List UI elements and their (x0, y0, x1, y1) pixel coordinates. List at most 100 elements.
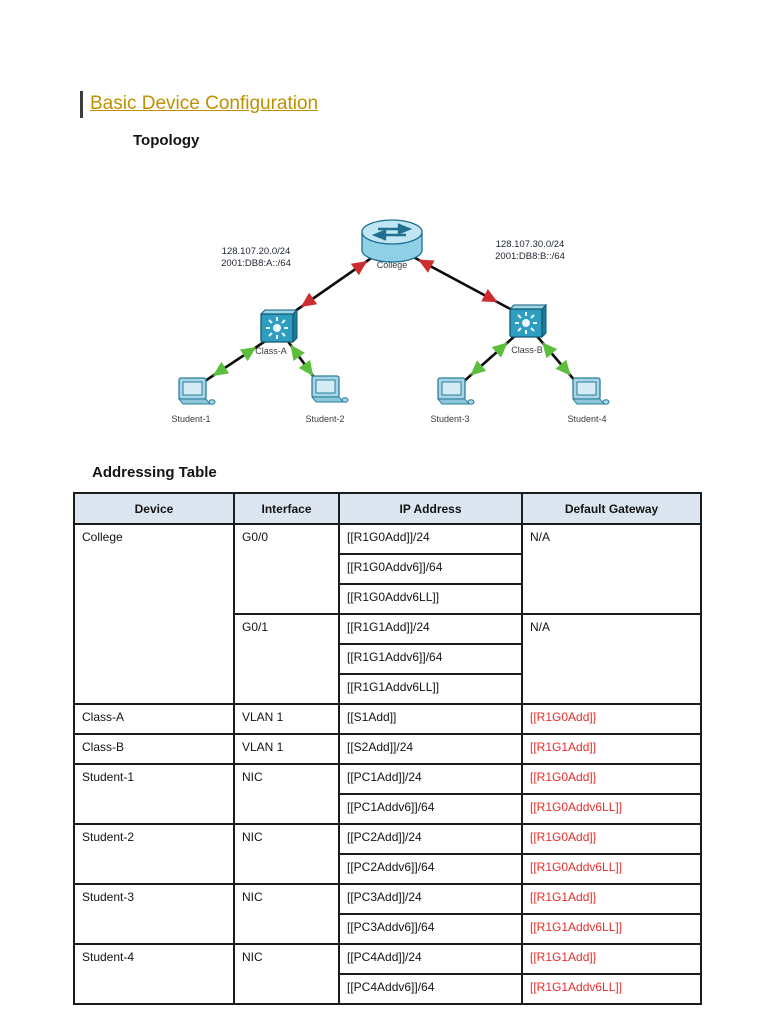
ip-cell: [[R1G1Addv6]]/64 (338, 643, 523, 675)
pc1-label: Student-1 (171, 414, 210, 424)
table-row: Student-3 NIC [[PC3Add]]/24 [[R1G1Add]] (73, 883, 702, 945)
interface-cell: NIC (233, 883, 340, 945)
interface-cell: NIC (233, 943, 340, 1005)
interface-cell: NIC (233, 823, 340, 885)
router-icon (361, 219, 423, 263)
table-row: [[R1G1Addv6LL]] (74, 673, 701, 705)
pc4-icon (571, 377, 610, 405)
page-title[interactable]: Basic Device Configuration (90, 93, 319, 114)
ip-cell: [[R1G0Add]]/24 (338, 523, 523, 555)
ip-cell: [[PC3Add]]/24 (338, 883, 523, 915)
device-cell: Class-B (73, 733, 235, 765)
link-status-red-triangles (300, 259, 498, 308)
device-cell: College (73, 523, 235, 705)
col-header-default-gateway: Default Gateway (521, 492, 702, 525)
table-row: [[PC4Addv6]]/64 [[R1G1Addv6LL]] (74, 973, 702, 1005)
gateway-cell: [[R1G1Add]] (521, 883, 702, 915)
gateway-cell: [[R1G0Add]] (521, 703, 702, 735)
network-right-ipv4: 128.107.30.0/24 (496, 239, 565, 250)
device-cell: Student-3 (73, 883, 235, 945)
ip-cell: [[PC3Addv6]]/64 (338, 913, 523, 945)
table-row: [[R1G1Addv6]]/64 (74, 643, 701, 675)
gateway-cell: [[R1G0Addv6LL]] (521, 853, 702, 885)
device-cell: Student-1 (73, 763, 235, 825)
col-header-interface: Interface (233, 492, 340, 525)
green-triangle-icon (542, 342, 558, 359)
topology-diagram: College Class-A (150, 200, 630, 440)
table-row: Student-4 NIC [[PC4Add]]/24 [[R1G1Add]] (73, 943, 702, 1005)
green-triangle-icon (290, 344, 305, 361)
pc4-label: Student-4 (567, 414, 606, 424)
ip-cell: [[PC2Add]]/24 (338, 823, 523, 855)
table-row: Class-A VLAN 1 [[S1Add]] [[R1G0Add]] (73, 703, 702, 735)
topology-canvas: College Class-A (171, 219, 610, 424)
link-classb-student3 (461, 334, 517, 384)
green-triangle-icon (239, 347, 257, 362)
table-row: [[PC2Addv6]]/64 [[R1G0Addv6LL]] (74, 853, 702, 885)
header-row: Device Interface IP Address Default Gate… (73, 492, 702, 525)
interface-cell: VLAN 1 (233, 733, 340, 765)
gateway-cell: N/A (521, 613, 702, 705)
pc1-icon (177, 377, 216, 405)
table-row: [[PC3Addv6]]/64 [[R1G1Addv6LL]] (74, 913, 702, 945)
gateway-cell: [[R1G0Add]] (521, 823, 702, 855)
gateway-cell: [[R1G1Addv6LL]] (521, 973, 702, 1005)
device-cell: Class-A (73, 703, 235, 735)
ip-cell: [[R1G0Addv6]]/64 (338, 553, 523, 585)
pc3-label: Student-3 (430, 414, 469, 424)
change-bar (80, 91, 83, 118)
addressing-table: Device Interface IP Address Default Gate… (73, 492, 702, 1005)
table-row: Class-B VLAN 1 [[S2Add]]/24 [[R1G1Add]] (73, 733, 702, 765)
table-row: G0/1 [[R1G1Add]]/24 N/A (74, 613, 702, 705)
device-cell: Student-2 (73, 823, 235, 885)
ip-cell: [[R1G1Addv6LL]] (338, 673, 523, 705)
router-label: College (377, 260, 408, 270)
ip-cell: [[PC4Addv6]]/64 (338, 973, 523, 1005)
red-triangle-icon (481, 288, 498, 303)
green-triangle-icon (212, 361, 230, 376)
pc2-icon (310, 375, 349, 403)
table-row: [[R1G0Addv6]]/64 (74, 553, 701, 585)
table-row: [[R1G0Addv6LL]] (74, 583, 701, 615)
interface-cell: G0/1 (233, 613, 340, 705)
ip-cell: [[R1G1Add]]/24 (338, 613, 523, 645)
ip-cell: [[S2Add]]/24 (338, 733, 523, 765)
ip-cell: [[PC1Addv6]]/64 (338, 793, 523, 825)
ip-cell: [[PC1Add]]/24 (338, 763, 523, 795)
gateway-cell: [[R1G1Addv6LL]] (521, 913, 702, 945)
green-triangle-icon (555, 359, 571, 376)
device-cell: Student-4 (73, 943, 235, 1005)
switch-b-icon (508, 303, 548, 339)
col-header-device: Device (73, 492, 235, 525)
addressing-table-heading: Addressing Table (92, 464, 217, 481)
green-triangle-icon (298, 359, 314, 377)
interface-cell: VLAN 1 (233, 703, 340, 735)
col-header-ip-address: IP Address (338, 492, 523, 525)
link-status-green-triangles (212, 342, 571, 377)
red-triangle-icon (418, 259, 435, 273)
topology-heading: Topology (133, 132, 200, 149)
network-left-ipv6: 2001:DB8:A::/64 (221, 258, 291, 269)
gateway-cell: [[R1G0Addv6LL]] (521, 793, 702, 825)
ip-cell: [[PC4Add]]/24 (338, 943, 523, 975)
network-left-ipv4: 128.107.20.0/24 (222, 246, 291, 257)
table-row: Student-1 NIC [[PC1Add]]/24 [[R1G0Add]] (73, 763, 702, 825)
interface-cell: NIC (233, 763, 340, 825)
interface-cell: G0/0 (233, 523, 340, 615)
gateway-cell: [[R1G0Add]] (521, 763, 702, 795)
network-right-ipv6: 2001:DB8:B::/64 (495, 251, 565, 262)
pc3-icon (436, 377, 475, 405)
green-triangle-icon (491, 342, 508, 358)
switch-a-label: Class-A (255, 346, 287, 356)
gateway-cell: N/A (521, 523, 702, 615)
switch-a-icon (259, 308, 299, 344)
pc2-label: Student-2 (305, 414, 344, 424)
green-triangle-icon (470, 360, 487, 376)
ip-cell: [[PC2Addv6]]/64 (338, 853, 523, 885)
switch-b-label: Class-B (511, 345, 543, 355)
red-triangle-icon (300, 292, 318, 308)
ip-cell: [[S1Add]] (338, 703, 523, 735)
red-triangle-icon (350, 260, 368, 276)
table-row: College G0/0 [[R1G0Add]]/24 N/A (73, 523, 702, 705)
